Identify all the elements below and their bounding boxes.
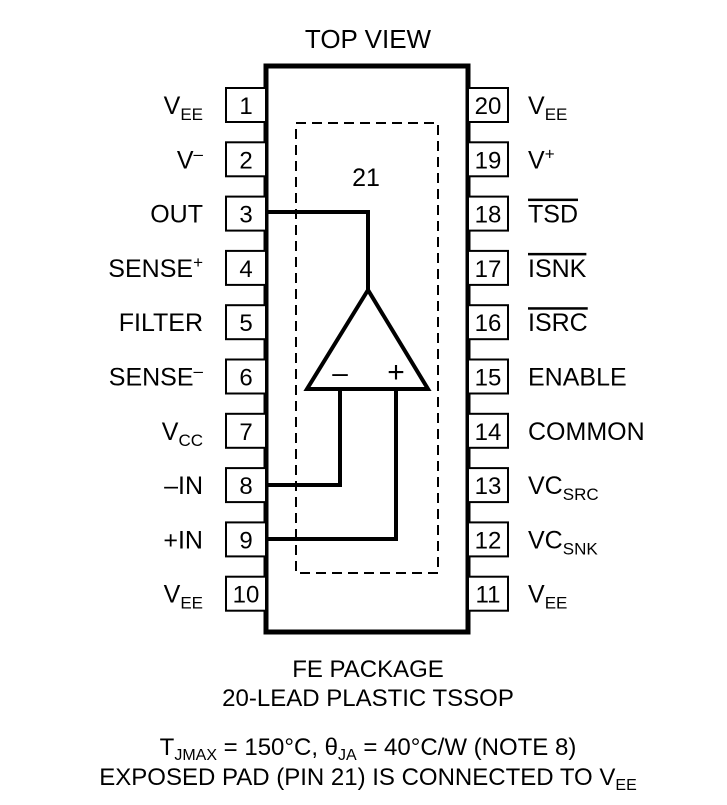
- wire-minus-in: [266, 389, 342, 487]
- pin-name: VCSNK: [528, 526, 598, 558]
- pin-name: V–: [177, 144, 204, 174]
- pin-number: 4: [239, 256, 252, 283]
- pin-4: 4 SENSE+: [108, 249, 267, 286]
- pin-box: [225, 304, 267, 341]
- pin-6: 6 SENSE–: [109, 358, 267, 395]
- pin-name: COMMON: [528, 418, 645, 446]
- op-amp-plus-sign: +: [387, 356, 405, 389]
- pin-8: 8 –IN: [164, 467, 267, 504]
- pin-name: TSD: [528, 201, 578, 229]
- pin-number: 19: [475, 147, 502, 174]
- exposed-pad-outline: [295, 122, 439, 574]
- pin-box: [225, 141, 267, 178]
- pin-11: 11 VEE: [467, 575, 567, 613]
- pin-15: 15 ENABLE: [467, 358, 627, 395]
- pin-number: 9: [239, 527, 252, 554]
- pin-box: [225, 521, 267, 558]
- pin-number: 8: [239, 473, 252, 500]
- pin-number: 1: [239, 93, 252, 120]
- exposed-pad-note: EXPOSED PAD (PIN 21) IS CONNECTED TO VEE: [99, 764, 636, 794]
- pin-box: [225, 195, 267, 232]
- pin-name: OUT: [150, 201, 203, 229]
- pin-name: –IN: [164, 472, 203, 500]
- wire-out: [266, 210, 370, 290]
- pin-12: 12 VCSNK: [467, 521, 598, 558]
- pin-3: 3 OUT: [150, 195, 267, 232]
- pin-5: 5 FILTER: [119, 304, 267, 341]
- pin-name: ENABLE: [528, 364, 627, 392]
- pin-name: SENSE–: [109, 362, 204, 392]
- pin-name: VEE: [528, 581, 567, 613]
- pin-box: [225, 575, 267, 612]
- pin-number: 20: [475, 93, 502, 120]
- pin-13: 13 VCSRC: [467, 467, 599, 504]
- pin-number: 13: [475, 473, 502, 500]
- pin-name: SENSE+: [108, 253, 203, 283]
- pin-name: VEE: [164, 92, 203, 124]
- pin-1: 1 VEE: [164, 87, 267, 124]
- pin-number: 12: [475, 527, 502, 554]
- pin-name: ISNK: [528, 255, 587, 283]
- op-amp-symbol: [303, 286, 432, 391]
- pin-19: 19 V+: [467, 141, 555, 178]
- exposed-pad-label: 21: [352, 164, 380, 192]
- pin-name: +IN: [163, 526, 203, 554]
- pin-box: [225, 87, 267, 123]
- pin-name: ISRC: [528, 309, 588, 337]
- pin-number: 6: [239, 365, 252, 392]
- package-description: 20-LEAD PLASTIC TSSOP: [222, 685, 514, 712]
- pin-2: 2 V–: [177, 141, 267, 178]
- pin-number: 14: [475, 419, 502, 446]
- pin-name: VCC: [162, 418, 203, 450]
- pin-number: 11: [476, 582, 501, 609]
- pin-20: 20 VEE: [467, 87, 567, 124]
- pin-box: [225, 358, 267, 395]
- pin-box: [467, 358, 509, 395]
- pin-box: [467, 575, 509, 612]
- pin-box: [467, 467, 509, 504]
- pin-box: [467, 304, 509, 341]
- pin-name: VEE: [164, 581, 203, 613]
- left-pin-column: 1VEE2V–3OUT4SENSE+5FILTER6SENSE–7VCC8–IN…: [108, 87, 267, 613]
- pin-14: 14 COMMON: [467, 412, 645, 449]
- pin-box: [467, 521, 509, 558]
- pin-number: 3: [239, 202, 252, 229]
- pin-box: [467, 249, 509, 286]
- pin-7: 7 VCC: [162, 412, 267, 450]
- pin-number: 2: [239, 147, 252, 174]
- pin-number: 17: [475, 256, 502, 283]
- pin-number: 18: [475, 202, 502, 229]
- pin-number: 16: [475, 310, 502, 337]
- pin-number: 15: [475, 365, 502, 392]
- thermal-spec: TJMAX = 150°C, θJA = 40°C/W (NOTE 8): [160, 734, 577, 764]
- pin-number: 7: [239, 419, 252, 446]
- pin-box: [225, 412, 267, 449]
- op-amp-minus-sign: –: [332, 357, 348, 388]
- pin-name: V+: [528, 144, 555, 174]
- diagram-title: TOP VIEW: [305, 24, 432, 54]
- pin-box: [467, 412, 509, 449]
- pin-box: [225, 467, 267, 504]
- pin-box: [467, 87, 509, 123]
- pin-box: [467, 195, 509, 232]
- package-body: [263, 63, 471, 635]
- pin-box: [225, 249, 267, 286]
- wire-plus-in: [266, 389, 398, 541]
- pin-number: 5: [239, 310, 252, 337]
- pin-name: VEE: [528, 92, 567, 124]
- pin-16: 16 ISRC: [467, 304, 588, 341]
- pin-9: 9 +IN: [163, 521, 267, 558]
- pin-10: 10 VEE: [164, 575, 267, 613]
- pin-box: [467, 141, 509, 178]
- pin-18: 18 TSD: [467, 195, 578, 232]
- pin-number: 10: [233, 582, 260, 609]
- pin-17: 17 ISNK: [467, 249, 587, 286]
- package-name: FE PACKAGE: [292, 656, 444, 683]
- pin-name: VCSRC: [528, 472, 599, 504]
- pin-name: FILTER: [119, 309, 203, 337]
